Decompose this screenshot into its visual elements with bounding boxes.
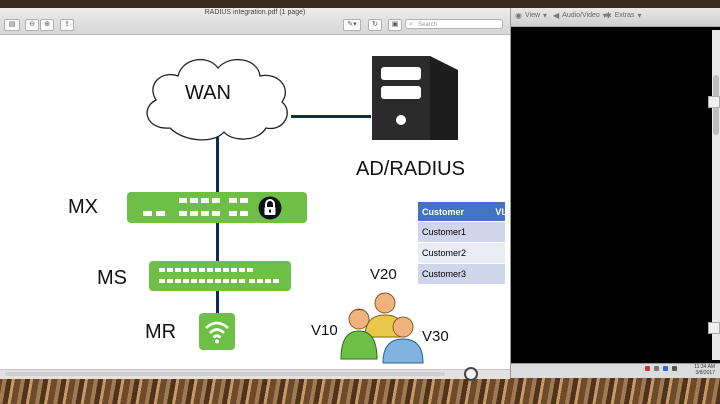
users-group-icon (340, 292, 424, 364)
user-v30-label: V30 (422, 328, 449, 345)
table-row: Customer2 20 (418, 242, 505, 264)
wan-server-link (291, 115, 371, 118)
tray-icon[interactable] (663, 366, 668, 371)
side-button-bottom[interactable] (708, 322, 720, 334)
search-icon: ⌕ (409, 21, 413, 28)
column-header-vlan: VLA (491, 202, 505, 222)
tray-time: 11:34 AM (694, 364, 715, 370)
tray-icon[interactable] (654, 366, 659, 371)
toolbox-button[interactable]: ▣ (388, 19, 402, 31)
column-header-customer: Customer (418, 202, 492, 222)
table-row: Customer3 30 (418, 263, 505, 284)
pdf-toolbar: RADIUS integration.pdf (1 page) ▤ ⊖ ⊕ ⇪ … (0, 8, 510, 35)
ms-mr-link (216, 290, 219, 330)
tray-icon[interactable] (645, 366, 650, 371)
vlan-cell: 20 (491, 242, 505, 264)
zoom-in-button[interactable]: ⊕ (40, 19, 54, 31)
zoom-out-icon: ⊖ (29, 21, 35, 28)
server-icon (372, 56, 458, 140)
pen-icon: ✎▾ (347, 21, 357, 28)
markup-button[interactable]: ✎▾ (343, 19, 361, 31)
vlan-cell: 10 (491, 221, 505, 243)
pdf-viewer-window: RADIUS integration.pdf (1 page) ▤ ⊖ ⊕ ⇪ … (0, 8, 511, 379)
side-button-top[interactable] (708, 96, 720, 108)
sidebar-toggle-button[interactable]: ▤ (4, 19, 20, 31)
spinner-icon (464, 367, 478, 381)
zoom-in-icon: ⊕ (44, 21, 50, 28)
rotate-icon: ↻ (372, 21, 378, 28)
tray-date: 3/8/2017 (695, 370, 715, 376)
customer-cell: Customer3 (418, 263, 492, 284)
chevron-down-icon: ▾ (637, 11, 642, 20)
server-label: AD/RADIUS (356, 158, 465, 180)
audio-video-menu-label: Audio/Video (562, 12, 600, 19)
wifi-icon (205, 321, 229, 344)
view-menu-label: View (524, 12, 541, 19)
mx-ms-link (216, 218, 219, 265)
zoom-out-button[interactable]: ⊖ (25, 19, 39, 31)
vlan-table: Customer VLA Customer1 10 Customer2 20 C… (418, 202, 505, 284)
ms-label: MS (97, 267, 127, 289)
toolbox-icon: ▣ (391, 21, 399, 28)
wan-cloud-icon (146, 58, 288, 141)
user-v10-label: V10 (311, 322, 338, 339)
customer-cell: Customer2 (418, 242, 492, 264)
vlan-cell: 30 (491, 263, 505, 284)
view-menu[interactable]: ◉ View ▾ (515, 11, 547, 20)
search-placeholder: Search (418, 22, 438, 28)
sidebar-icon: ▤ (8, 21, 16, 28)
tray-icon[interactable] (672, 366, 677, 371)
lock-icon (258, 196, 282, 220)
gear-icon: ✱ (605, 11, 612, 20)
chevron-down-icon: ▾ (602, 11, 607, 20)
wan-mx-link (216, 130, 219, 226)
mr-label: MR (145, 321, 177, 343)
user-v20-label: V20 (370, 266, 397, 283)
horizontal-scrollbar[interactable] (5, 372, 445, 376)
window-title: RADIUS integration.pdf (1 page) (204, 9, 306, 16)
extras-menu-label: Extras (614, 12, 635, 19)
table-row: Customer1 10 (418, 221, 505, 243)
customer-cell: Customer1 (418, 221, 492, 243)
audio-video-menu[interactable]: ◀ Audio/Video ▾ (553, 11, 607, 20)
speaker-icon: ◀ (553, 11, 560, 20)
ms-switch-icon (149, 261, 291, 291)
eye-icon: ◉ (515, 11, 522, 20)
tray-clock[interactable]: 11:34 AM 3/8/2017 (685, 364, 715, 376)
mx-label: MX (68, 196, 98, 218)
vlan-table-container: Customer VLA Customer1 10 Customer2 20 C… (418, 202, 505, 284)
rotate-button[interactable]: ↻ (368, 19, 382, 31)
wan-label: WAN (185, 82, 231, 104)
video-app-toolbar: ◉ View ▾ ◀ Audio/Video ▾ ✱ Extras ▾ (505, 8, 720, 27)
video-app-scrollbar[interactable] (712, 30, 720, 360)
extras-menu[interactable]: ✱ Extras ▾ (605, 11, 642, 20)
search-input[interactable]: ⌕ Search (405, 19, 503, 29)
mx-appliance-icon (127, 192, 307, 223)
table-header-row: Customer VLA (418, 202, 505, 222)
mr-access-point-icon (199, 313, 235, 350)
share-icon: ⇪ (64, 21, 70, 28)
share-button[interactable]: ⇪ (60, 19, 74, 31)
chevron-down-icon: ▾ (543, 11, 548, 20)
video-app-window: ◉ View ▾ ◀ Audio/Video ▾ ✱ Extras ▾ (505, 8, 720, 376)
